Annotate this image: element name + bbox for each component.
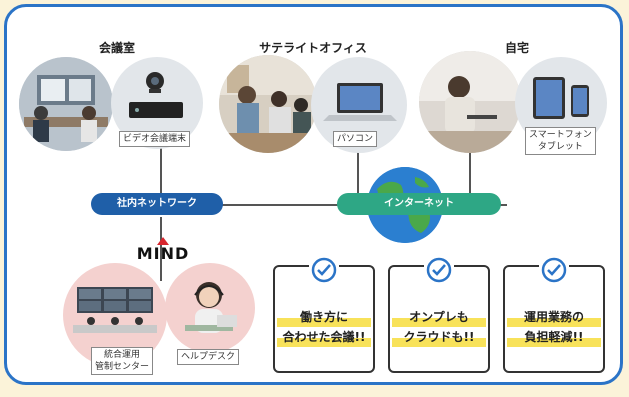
ops-center-label: 統合運用 管制センター xyxy=(91,347,154,375)
benefit-line1: 働き方に xyxy=(277,307,371,327)
internal-network-pill: 社内ネットワーク xyxy=(91,193,223,215)
benefit-card: 働き方に 合わせた会議!! xyxy=(273,255,375,373)
benefit-text: 働き方に 合わせた会議!! xyxy=(277,307,371,347)
benefit-card: オンプレも クラウドも!! xyxy=(388,255,490,373)
link-meeting-room xyxy=(160,147,162,205)
satellite-office-photo xyxy=(219,55,317,153)
benefit-card: 運用業務の 負担軽減!! xyxy=(503,255,605,373)
device-label-mobile: スマートフォン タブレット xyxy=(525,127,596,155)
benefit-line2: 合わせた会議!! xyxy=(277,327,371,347)
meeting-room-photo xyxy=(19,57,113,151)
internet-pill: インターネット xyxy=(337,193,501,215)
home-photo xyxy=(419,51,521,153)
link-home xyxy=(469,137,471,205)
benefit-text: 運用業務の 負担軽減!! xyxy=(507,307,601,347)
mind-logo-text: MIND xyxy=(136,244,190,263)
mind-logo: MIND xyxy=(125,235,201,263)
location-title-home: 自宅 xyxy=(504,41,529,55)
check-circle-icon xyxy=(539,255,569,285)
device-label-pc: パソコン xyxy=(333,131,378,147)
link-center xyxy=(160,217,162,281)
device-label-video-terminal: ビデオ会議端末 xyxy=(119,131,191,147)
location-title-meeting-room: 会議室 xyxy=(98,41,135,55)
benefit-line2: クラウドも!! xyxy=(392,327,486,347)
link-satellite-office xyxy=(357,152,359,205)
helpdesk-label: ヘルプデスク xyxy=(177,349,240,365)
benefit-line2: 負担軽減!! xyxy=(507,327,601,347)
check-circle-icon xyxy=(309,255,339,285)
diagram-frame: 会議室 ビデオ会議端末 サテライトオフィス xyxy=(4,4,623,385)
helpdesk-photo xyxy=(165,263,255,353)
backbone-line xyxy=(147,204,507,206)
benefit-text: オンプレも クラウドも!! xyxy=(392,307,486,347)
benefit-line1: オンプレも xyxy=(392,307,486,327)
location-title-satellite-office: サテライトオフィス xyxy=(259,41,367,55)
benefit-line1: 運用業務の xyxy=(507,307,601,327)
check-circle-icon xyxy=(424,255,454,285)
